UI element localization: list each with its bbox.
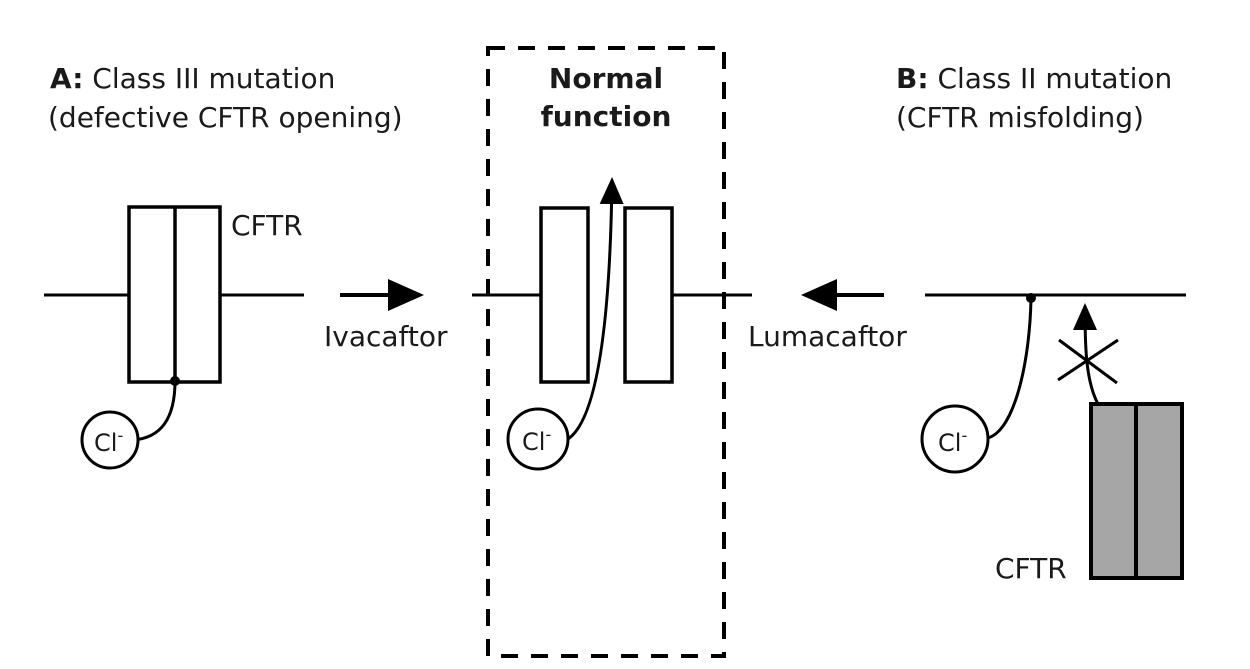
cftr-half-left — [539, 206, 590, 384]
panel-b-title-text: Class II mutation — [929, 62, 1173, 95]
normal-title-line2: function — [541, 100, 672, 133]
panel-a-title: A: Class III mutation — [50, 62, 335, 95]
panel-a: A: Class III mutation (defective CFTR op… — [44, 62, 403, 470]
cftr-label-b: CFTR — [995, 552, 1067, 585]
lumacaftor-label: Lumacaftor — [748, 320, 907, 353]
chloride-ion-b-label: Cl- — [938, 426, 967, 457]
ion-tether-a — [132, 380, 177, 442]
cftr-half-right — [623, 206, 674, 384]
panel-a-subtitle: (defective CFTR opening) — [48, 101, 403, 134]
ion-tether-b — [987, 297, 1033, 440]
ion-flow-arrow — [567, 177, 624, 441]
chloride-ion-normal-label: Cl- — [522, 425, 551, 456]
lumacaftor-arrow: Lumacaftor — [748, 279, 907, 353]
panel-b-subtitle: (CFTR misfolding) — [896, 101, 1144, 134]
ivacaftor-label: Ivacaftor — [324, 320, 448, 353]
panel-a-prefix: A: — [50, 62, 83, 95]
panel-a-title-text: Class III mutation — [83, 62, 335, 95]
chloride-ion-a — [80, 410, 140, 470]
ivacaftor-arrow: Ivacaftor — [324, 279, 448, 353]
chloride-ion-b — [920, 404, 990, 474]
normal-function-panel: Normal function Cl- — [472, 46, 752, 658]
panel-b: B: Class II mutation (CFTR misfolding) C… — [896, 62, 1186, 585]
chloride-ion-a-label: Cl- — [94, 426, 123, 457]
blocked-x-icon — [1057, 338, 1119, 385]
panel-b-title: B: Class II mutation — [896, 62, 1172, 95]
normal-title-line1: Normal — [549, 62, 663, 95]
cftr-label-a: CFTR — [231, 209, 303, 242]
panel-b-prefix: B: — [896, 62, 929, 95]
dashed-box — [486, 46, 726, 658]
